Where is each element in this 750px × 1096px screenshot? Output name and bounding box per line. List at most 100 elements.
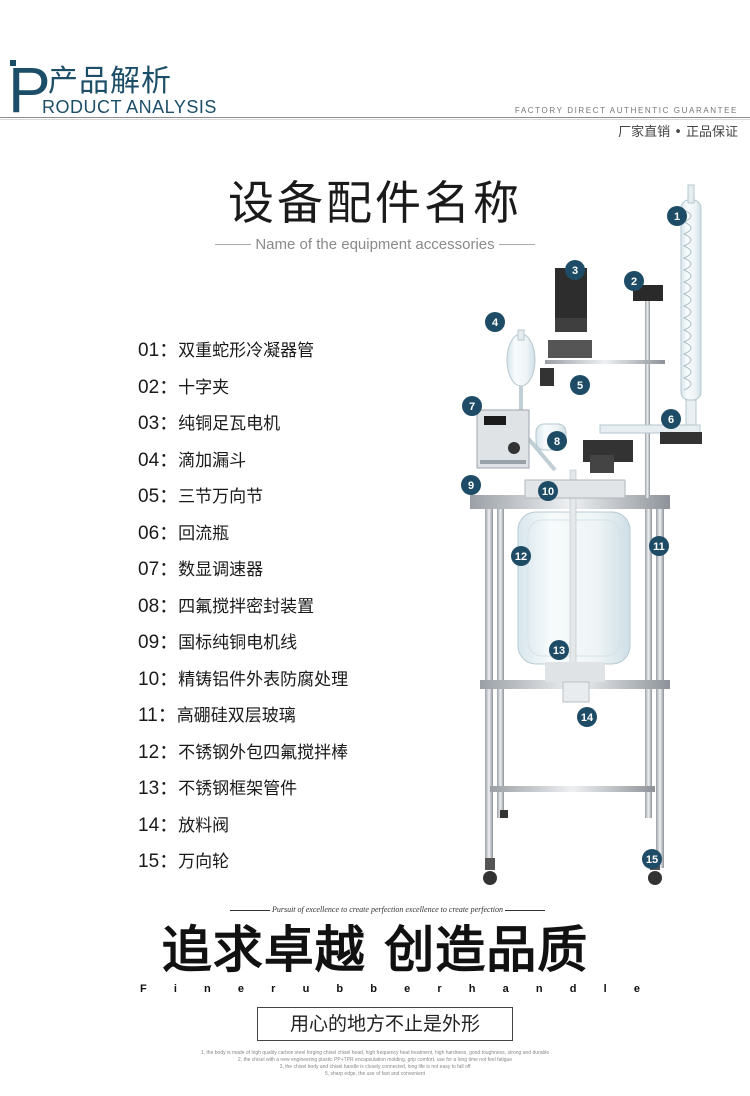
part-number: 14： [138, 814, 179, 836]
part-item: 07：数显调速器 [138, 552, 458, 589]
part-name: 数显调速器 [178, 560, 264, 580]
part-number: 07： [138, 559, 179, 580]
svg-text:1: 1 [674, 211, 680, 223]
slogan-letter: b [370, 983, 378, 995]
slogan-letter: r [437, 983, 442, 995]
part-name: 高硼硅双层玻璃 [176, 706, 296, 726]
slogan-letter: i [173, 983, 177, 995]
promise-text: 厂家直销 • 正品保证 [618, 125, 738, 140]
slogan-letter: r [271, 983, 276, 995]
fine-print-line: 2, the chisel with a new engineering pla… [237, 1057, 513, 1063]
part-number: 02： [138, 376, 179, 398]
marker-5: 5 [570, 375, 590, 395]
slogan-letter: e [404, 983, 411, 995]
slogan-letter: e [237, 983, 245, 995]
part-number: 15： [138, 851, 179, 872]
part-name: 三节万向节 [178, 487, 264, 507]
part-name: 滴加漏斗 [178, 450, 247, 471]
part-number: 12： [138, 741, 179, 763]
fine-print-line: 3, the chisel body and chisel handle is … [279, 1064, 471, 1070]
fine-print-line: 5, sharp edge, the use of fast and conve… [324, 1071, 426, 1077]
fine-print-line: 1, the body is made of high quality carb… [200, 1050, 550, 1056]
svg-text:9: 9 [468, 480, 474, 492]
slogan-tagline: Pursuit of excellence to create perfecti… [271, 905, 504, 914]
svg-text:2: 2 [631, 276, 637, 288]
slogan-tagline-row: Pursuit of excellence to create perfecti… [185, 905, 590, 914]
marker-4: 4 [485, 312, 505, 332]
svg-text:4: 4 [492, 317, 499, 329]
slogan-letter: u [302, 983, 310, 995]
svg-text:14: 14 [581, 712, 594, 724]
part-name: 纯铜足瓦电机 [178, 414, 281, 434]
part-name: 不锈钢框架管件 [178, 779, 298, 799]
part-name: 精铸铝件外表防腐处理 [178, 669, 349, 690]
section-subtitle-row: Name of the equipment accessories [0, 234, 750, 253]
slogan-letter: e [633, 983, 640, 995]
part-name: 万向轮 [178, 852, 230, 872]
svg-text:5: 5 [577, 380, 583, 392]
part-item: 10：精铸铝件外表防腐处理 [138, 662, 458, 699]
part-name: 国标纯铜电机线 [178, 633, 298, 653]
part-number: 05： [138, 486, 179, 507]
part-name: 不锈钢外包四氟搅拌棒 [178, 742, 349, 763]
marker-13: 13 [549, 640, 569, 660]
slogan-letter: l [603, 983, 607, 995]
part-number: 10： [138, 668, 179, 690]
slogan-letter: n [535, 983, 543, 995]
slogan-letter: b [336, 983, 344, 995]
part-number: 01： [138, 340, 179, 361]
marker-10: 10 [538, 481, 558, 501]
svg-text:7: 7 [469, 401, 475, 413]
part-item: 08：四氟搅拌密封装置 [138, 589, 458, 626]
svg-text:15: 15 [646, 854, 658, 866]
logo-letter: P [8, 54, 51, 126]
slogan-letter: F [140, 983, 147, 995]
subtitle-line-left [215, 244, 252, 245]
section-title: 设备配件名称 [228, 176, 522, 230]
logo-accent [10, 60, 16, 66]
svg-text:11: 11 [653, 541, 665, 553]
header-divider-light [0, 119, 750, 120]
part-item: 11：高硼硅双层玻璃 [138, 698, 458, 735]
part-item: 06：回流瓶 [138, 516, 458, 553]
marker-14: 14 [577, 707, 597, 727]
slogan-letter: h [468, 983, 476, 995]
part-number: 09： [138, 632, 179, 653]
slogan-letter: n [204, 983, 211, 995]
fine-print: 1, the body is made of high quality carb… [100, 1050, 650, 1078]
marker-6: 6 [661, 409, 681, 429]
part-item: 01：双重蛇形冷凝器管 [138, 333, 458, 370]
part-name: 十字夹 [178, 377, 230, 398]
marker-3: 3 [565, 260, 585, 280]
part-number: 06： [138, 522, 179, 544]
tagline-line-right [505, 909, 546, 911]
part-item: 05：三节万向节 [138, 479, 458, 516]
marker-12: 12 [511, 546, 531, 566]
part-number: 03： [138, 413, 179, 434]
svg-text:12: 12 [515, 551, 527, 563]
part-name: 四氟搅拌密封装置 [178, 596, 315, 617]
marker-7: 7 [462, 396, 482, 416]
header-divider [0, 117, 750, 118]
part-item: 12：不锈钢外包四氟搅拌棒 [138, 735, 458, 772]
part-item: 15：万向轮 [138, 844, 458, 881]
svg-text:3: 3 [572, 265, 578, 277]
marker-8: 8 [547, 431, 567, 451]
part-item: 09：国标纯铜电机线 [138, 625, 458, 662]
marker-15: 15 [642, 849, 662, 869]
speed-controller [476, 409, 530, 469]
marker-1: 1 [667, 206, 687, 226]
condenser [599, 184, 702, 444]
svg-text:6: 6 [668, 414, 674, 426]
part-name: 回流瓶 [178, 523, 230, 544]
slogan-letter: d [569, 983, 577, 995]
header-title-cn: 产品解析 [48, 64, 172, 99]
header-title-en: RODUCT ANALYSIS [42, 97, 217, 117]
slogan-letter: a [502, 983, 509, 995]
subtitle-line-right [498, 244, 535, 245]
reactor-illustration: 1 2 3 4 5 6 7 8 9 10 11 12 13 14 15 [461, 184, 702, 885]
part-name: 放料阀 [178, 815, 230, 836]
svg-text:8: 8 [554, 436, 560, 448]
section-subtitle: Name of the equipment accessories [255, 236, 495, 253]
